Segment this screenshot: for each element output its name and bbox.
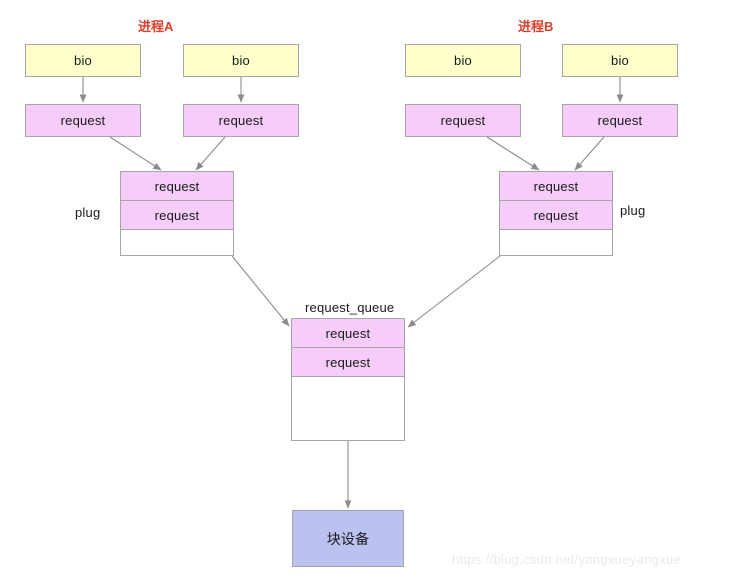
plug-a-request-2: request bbox=[121, 201, 233, 230]
request-queue-stack: request request bbox=[291, 318, 405, 441]
block-device-box: 块设备 bbox=[292, 510, 404, 567]
request-queue-item-2: request bbox=[292, 348, 404, 377]
request-box-b1: request bbox=[405, 104, 521, 137]
plug-a-empty-slot bbox=[121, 230, 233, 255]
plug-b-empty-slot bbox=[500, 230, 612, 255]
request-box-a2: request bbox=[183, 104, 299, 137]
request-box-a1: request bbox=[25, 104, 141, 137]
watermark-text: https://blog.csdn.net/yangxueyangxue bbox=[452, 552, 682, 567]
request-queue-empty-slot bbox=[292, 377, 404, 440]
bio-box-b2: bio bbox=[562, 44, 678, 77]
request-queue-item-1: request bbox=[292, 319, 404, 348]
process-b-title: 进程B bbox=[518, 19, 554, 34]
request-box-b2: request bbox=[562, 104, 678, 137]
plug-b-request-2: request bbox=[500, 201, 612, 230]
plug-b-request-1: request bbox=[500, 172, 612, 201]
arrow-request1-to-plug-b bbox=[486, 136, 540, 171]
plug-label-a: plug bbox=[75, 205, 101, 220]
arrow-plug-a-to-request-queue bbox=[231, 255, 290, 327]
arrow-request2-to-plug-b bbox=[574, 136, 605, 171]
plug-stack-a: request request bbox=[120, 171, 234, 256]
bio-box-b1: bio bbox=[405, 44, 521, 77]
arrow-request2-to-plug-a bbox=[195, 136, 226, 171]
plug-a-request-1: request bbox=[121, 172, 233, 201]
bio-box-a1: bio bbox=[25, 44, 141, 77]
bio-box-a2: bio bbox=[183, 44, 299, 77]
plug-stack-b: request request bbox=[499, 171, 613, 256]
arrow-request1-to-plug-a bbox=[109, 136, 162, 171]
arrow-plug-b-to-request-queue bbox=[407, 255, 501, 328]
request-queue-label: request_queue bbox=[305, 300, 395, 315]
process-a-title: 进程A bbox=[138, 19, 174, 34]
plug-label-b: plug bbox=[620, 203, 646, 218]
